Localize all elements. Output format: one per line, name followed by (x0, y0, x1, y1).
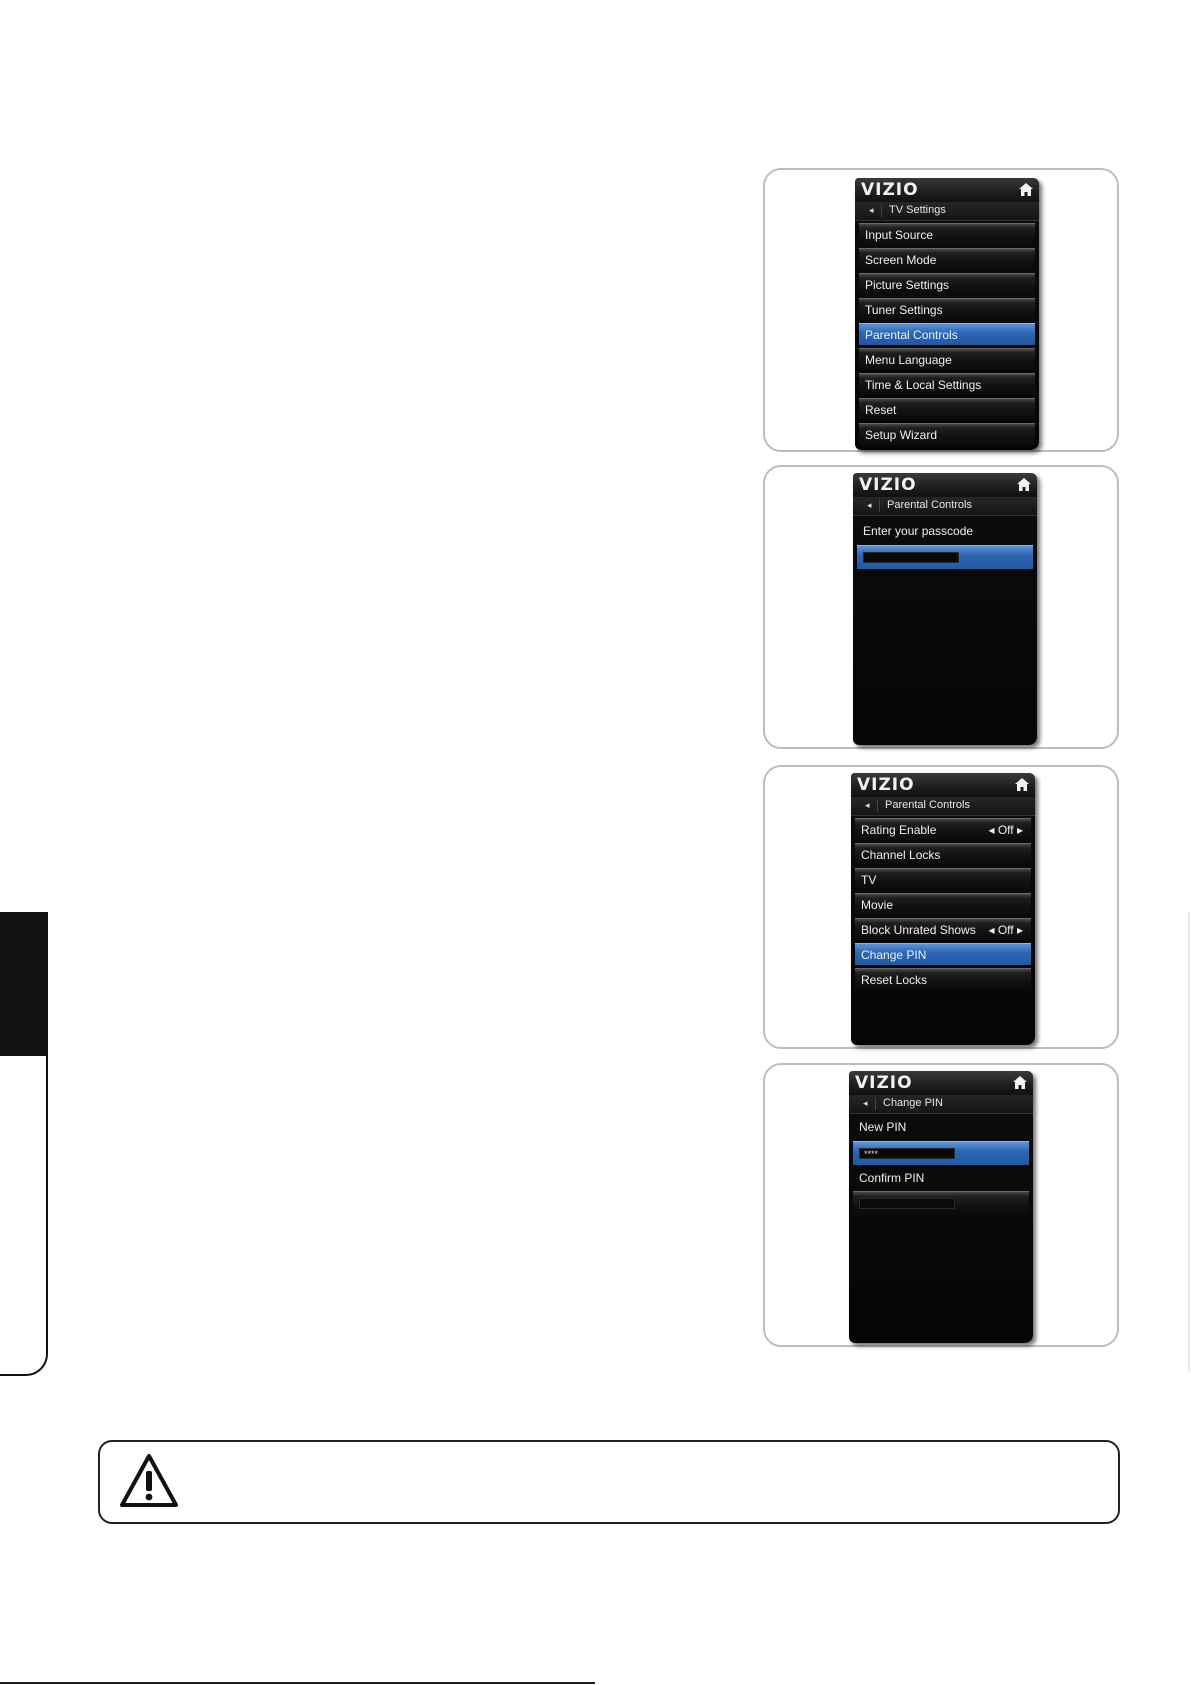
new-pin-label: New PIN (859, 1120, 907, 1134)
new-pin-field-row[interactable]: **** (853, 1141, 1029, 1165)
chapter-side-tab-fill (0, 914, 46, 1056)
menu-item-tv[interactable]: TV (855, 868, 1031, 890)
vizio-logo: VIZIO (857, 775, 915, 795)
menu-item-picture-settings[interactable]: Picture Settings (859, 273, 1035, 295)
breadcrumb: ◂ Change PIN (849, 1095, 1033, 1114)
back-arrow-icon[interactable]: ◂ (869, 205, 874, 215)
screenshot-frame-1: VIZIO ◂ TV Settings Input Source Screen … (763, 168, 1119, 452)
warning-triangle-icon (120, 1454, 178, 1507)
back-arrow-icon[interactable]: ◂ (867, 500, 872, 510)
breadcrumb: ◂ TV Settings (855, 202, 1039, 221)
menu-item-parental-controls[interactable]: Parental Controls (859, 323, 1035, 345)
tv-menu-panel-parental-controls: VIZIO ◂ Parental Controls Rating Enable … (851, 773, 1035, 1045)
menu-item-tuner-settings[interactable]: Tuner Settings (859, 298, 1035, 320)
new-pin-input[interactable]: **** (859, 1148, 955, 1159)
menu-header: VIZIO (855, 178, 1039, 202)
vizio-logo: VIZIO (855, 1073, 913, 1093)
menu-item-channel-locks[interactable]: Channel Locks (855, 843, 1031, 865)
menu-header: VIZIO (849, 1071, 1033, 1095)
confirm-pin-input[interactable] (859, 1198, 955, 1209)
passcode-input[interactable] (863, 552, 959, 563)
tv-menu-panel-passcode: VIZIO ◂ Parental Controls Enter your pas… (853, 473, 1037, 745)
vizio-logo: VIZIO (861, 180, 919, 200)
confirm-pin-label: Confirm PIN (859, 1171, 925, 1185)
back-arrow-icon[interactable]: ◂ (865, 800, 870, 810)
tv-menu-panel-tv-settings: VIZIO ◂ TV Settings Input Source Screen … (855, 178, 1039, 450)
menu-item-block-unrated-shows[interactable]: Block Unrated Shows ◂ Off ▸ (855, 918, 1031, 940)
back-arrow-icon[interactable]: ◂ (863, 1098, 868, 1108)
menu-header: VIZIO (851, 773, 1035, 797)
breadcrumb-label: Change PIN (883, 1097, 943, 1109)
menu-item-menu-language[interactable]: Menu Language (859, 348, 1035, 370)
tv-menu-panel-change-pin: VIZIO ◂ Change PIN New PIN **** Confirm … (849, 1071, 1033, 1343)
menu-item-change-pin[interactable]: Change PIN (855, 943, 1031, 965)
right-margin-rule (1188, 912, 1190, 1372)
breadcrumb-label: Parental Controls (887, 499, 972, 511)
confirm-pin-field-row[interactable] (853, 1191, 1029, 1215)
footer-rule (0, 1682, 595, 1684)
breadcrumb-label: TV Settings (889, 204, 946, 216)
rating-enable-value[interactable]: ◂ Off ▸ (988, 823, 1023, 837)
passcode-field-row[interactable] (857, 545, 1033, 569)
screenshot-frame-4: VIZIO ◂ Change PIN New PIN **** Confirm … (763, 1063, 1119, 1347)
menu-item-movie[interactable]: Movie (855, 893, 1031, 915)
chapter-side-tab (0, 912, 48, 1376)
home-icon[interactable] (1019, 183, 1033, 196)
menu-header: VIZIO (853, 473, 1037, 497)
menu-item-input-source[interactable]: Input Source (859, 223, 1035, 245)
breadcrumb-label: Parental Controls (885, 799, 970, 811)
breadcrumb: ◂ Parental Controls (851, 797, 1035, 816)
menu-item-setup-wizard[interactable]: Setup Wizard (859, 423, 1035, 445)
menu-item-screen-mode[interactable]: Screen Mode (859, 248, 1035, 270)
home-icon[interactable] (1017, 478, 1031, 491)
block-unrated-value[interactable]: ◂ Off ▸ (988, 923, 1023, 937)
menu-item-rating-enable[interactable]: Rating Enable ◂ Off ▸ (855, 818, 1031, 840)
warning-note-box (98, 1440, 1120, 1524)
menu-item-reset[interactable]: Reset (859, 398, 1035, 420)
menu-item-time-local-settings[interactable]: Time & Local Settings (859, 373, 1035, 395)
screenshot-frame-2: VIZIO ◂ Parental Controls Enter your pas… (763, 465, 1119, 749)
vizio-logo: VIZIO (859, 475, 917, 495)
home-icon[interactable] (1015, 778, 1029, 791)
home-icon[interactable] (1013, 1076, 1027, 1089)
breadcrumb: ◂ Parental Controls (853, 497, 1037, 516)
menu-item-reset-locks[interactable]: Reset Locks (855, 968, 1031, 990)
passcode-prompt: Enter your passcode (863, 524, 974, 538)
screenshot-frame-3: VIZIO ◂ Parental Controls Rating Enable … (763, 765, 1119, 1049)
